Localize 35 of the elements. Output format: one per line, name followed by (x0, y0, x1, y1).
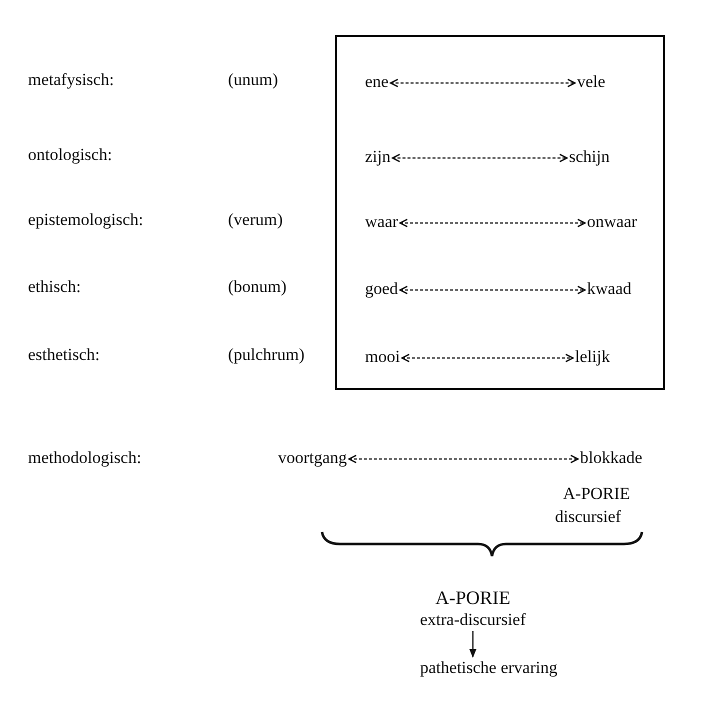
double-arrow (392, 154, 568, 162)
term-label: mooi (365, 347, 400, 367)
term-label: pathetische ervaring (420, 658, 558, 678)
text-label: methodologisch: (28, 448, 142, 468)
double-arrow (399, 286, 586, 294)
term-label: blokkade (580, 448, 642, 468)
term-label: kwaad (587, 279, 632, 299)
term-label: lelijk (575, 347, 610, 367)
term-label: schijn (569, 147, 610, 167)
term-label: vele (577, 72, 606, 92)
term-label: voortgang (278, 448, 347, 468)
text-label: A-PORIE (563, 484, 630, 504)
text-label: discursief (555, 507, 622, 527)
frame-box (335, 35, 665, 390)
text-label: epistemologisch: (28, 210, 144, 230)
double-arrow (390, 78, 576, 88)
text-label: (verum) (228, 210, 283, 230)
text-label: ontologisch: (28, 145, 112, 165)
text-label: ethisch: (28, 277, 81, 297)
arrow (469, 631, 476, 658)
double-arrow (399, 218, 586, 228)
term-label: goed (365, 279, 398, 299)
text-label: esthetisch: (28, 345, 100, 365)
term-label: onwaar (587, 212, 638, 232)
heading-label: A-PORIE (434, 588, 512, 610)
text-label: (unum) (228, 70, 278, 90)
double-arrow (401, 354, 574, 362)
term-label: zijn (365, 147, 390, 167)
text-label: (bonum) (228, 277, 287, 297)
term-label: ene (365, 72, 389, 92)
double-arrow (348, 454, 579, 464)
text-label: metafysisch: (28, 70, 114, 90)
term-label: extra-discursief (420, 610, 526, 630)
text-label: (pulchrum) (228, 345, 304, 365)
term-label: waar (365, 212, 398, 232)
